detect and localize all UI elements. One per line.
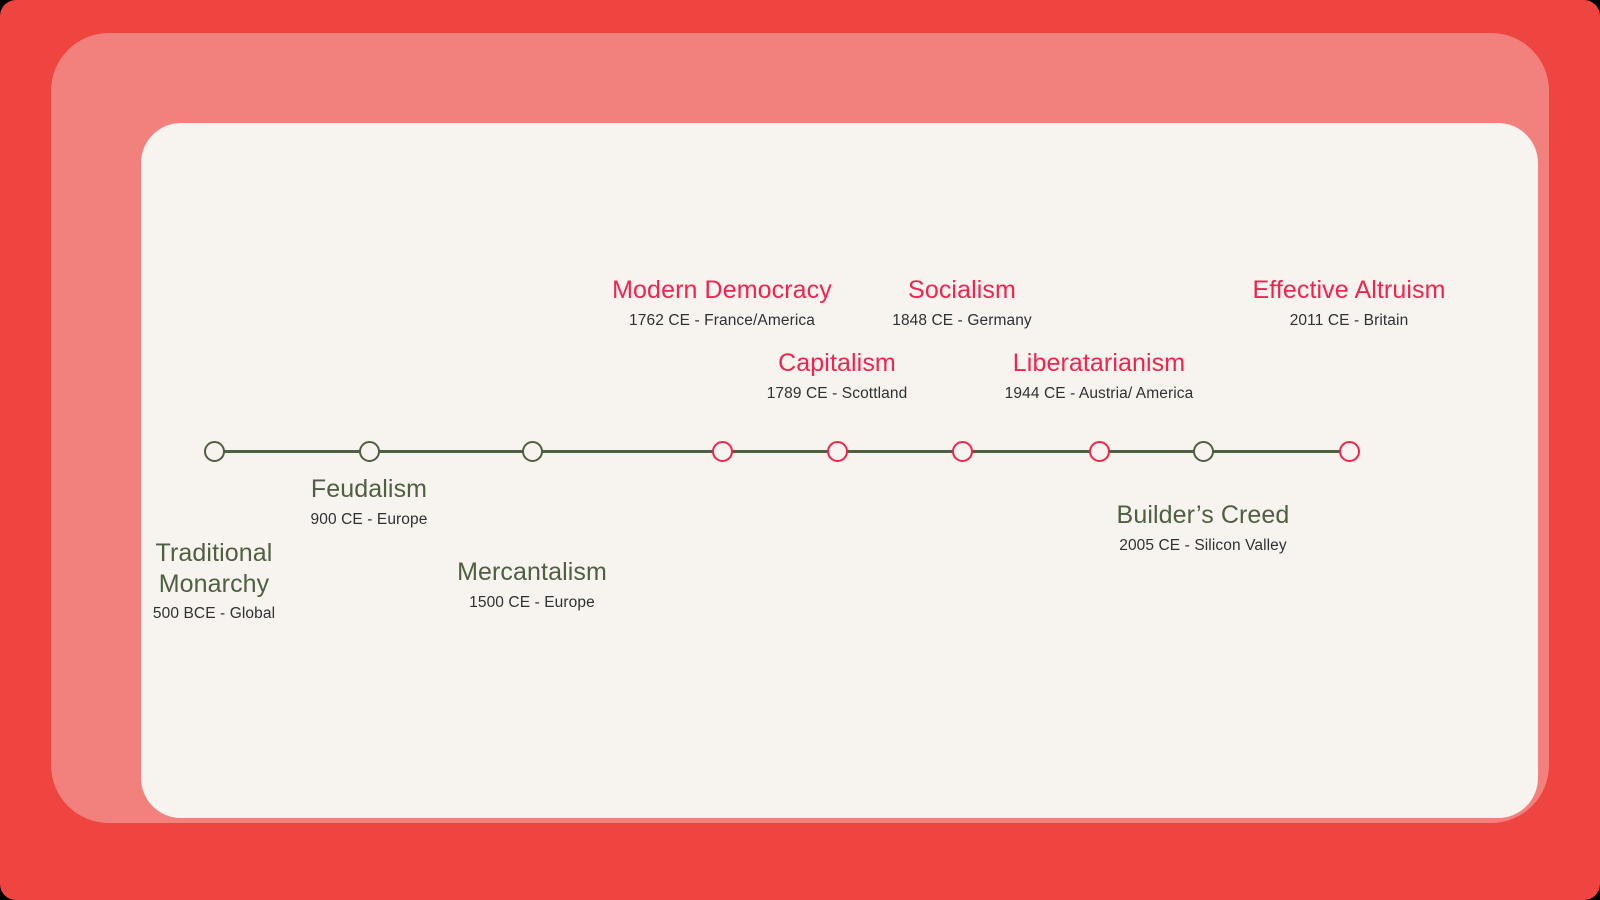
timeline-node[interactable] bbox=[1088, 440, 1110, 462]
timeline-event-label: Mercantalism 1500 CE - Europe bbox=[457, 557, 607, 612]
timeline-event-label: Capitalism 1789 CE - Scottland bbox=[767, 348, 908, 403]
timeline-node[interactable] bbox=[711, 440, 733, 462]
timeline-node[interactable] bbox=[826, 440, 848, 462]
timeline-node[interactable] bbox=[203, 440, 225, 462]
timeline-event-title: Traditional Monarchy bbox=[155, 539, 273, 598]
timeline-event-title: Capitalism bbox=[778, 349, 896, 377]
timeline-event-label: Effective Altruism 2011 CE - Britain bbox=[1252, 275, 1445, 330]
timeline-event-label: Liberatarianism 1944 CE - Austria/ Americ… bbox=[1005, 348, 1194, 403]
timeline-event-subtitle: 500 BCE - Global bbox=[152, 605, 276, 622]
timeline-event-subtitle: 1789 CE - Scottland bbox=[766, 384, 908, 402]
timeline-event-title: Effective Altruism bbox=[1252, 276, 1446, 304]
timeline-event-label: Builder’s Creed 2005 CE - Silicon Valley bbox=[1117, 500, 1290, 555]
timeline-event-title: Liberatarianism bbox=[1012, 349, 1186, 377]
timeline-event-title: Feudalism bbox=[310, 475, 428, 503]
timeline-node[interactable] bbox=[521, 440, 543, 462]
timeline-node[interactable] bbox=[1338, 440, 1360, 462]
timeline-event-title: Modern Democracy bbox=[612, 276, 832, 304]
timeline-event-subtitle: 2005 CE - Silicon Valley bbox=[1119, 536, 1287, 554]
timeline-event-subtitle: 1944 CE - Austria/ America bbox=[1004, 384, 1194, 402]
timeline-event-label: Modern Democracy 1762 CE - France/America bbox=[612, 275, 832, 330]
timeline-node[interactable] bbox=[951, 440, 973, 462]
timeline-event-label: Socialism 1848 CE - Germany bbox=[892, 275, 1032, 330]
timeline-event-title: Socialism bbox=[908, 276, 1016, 304]
timeline-canvas bbox=[141, 123, 1538, 818]
timeline-event-subtitle: 1848 CE - Germany bbox=[892, 311, 1032, 329]
timeline-event-subtitle: 1762 CE - France/America bbox=[629, 311, 815, 329]
timeline-axis bbox=[215, 450, 1350, 453]
timeline-event-label: Traditional Monarchy 500 BCE - Global bbox=[124, 538, 304, 623]
timeline-node[interactable] bbox=[358, 440, 380, 462]
timeline-event-subtitle: 1500 CE - Europe bbox=[469, 593, 595, 611]
timeline-event-label: Feudalism 900 CE - Europe bbox=[311, 474, 428, 529]
timeline-event-subtitle: 2011 CE - Britain bbox=[1289, 311, 1409, 329]
timeline-node[interactable] bbox=[1192, 440, 1214, 462]
timeline-event-title: Builder’s Creed bbox=[1116, 501, 1290, 529]
middle-salmon-frame bbox=[51, 33, 1549, 823]
timeline-event-subtitle: 900 CE - Europe bbox=[310, 510, 428, 528]
timeline-event-title: Mercantalism bbox=[457, 558, 607, 586]
